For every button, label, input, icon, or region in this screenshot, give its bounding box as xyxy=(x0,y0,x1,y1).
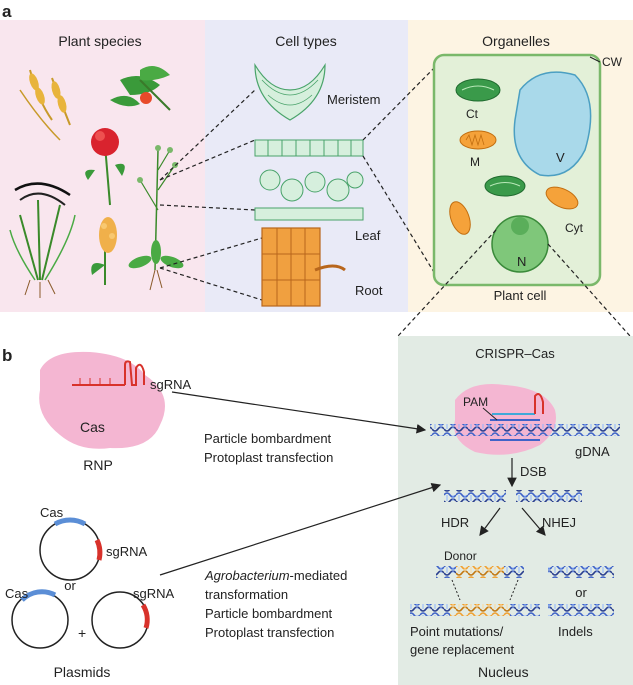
chloroplast-label: Ct xyxy=(466,107,479,121)
cell-wall-label: CW xyxy=(602,55,623,69)
dsb-left-strand xyxy=(444,490,506,502)
cas-sgrna xyxy=(492,393,544,415)
vacuole-label: V xyxy=(556,150,565,165)
cell-link-lines xyxy=(362,61,441,283)
plasmid-sgrna-label: sgRNA xyxy=(133,586,175,601)
plasmid-cas-label: Cas xyxy=(5,586,29,601)
donor-arm-left xyxy=(436,566,456,578)
rnp-delivery-bombardment: Particle bombardment xyxy=(204,431,332,446)
donor-arm-right xyxy=(504,566,524,578)
hdr-result-left xyxy=(410,604,450,616)
plasmid-sgrna xyxy=(91,591,150,649)
gene-replacement-label: gene replacement xyxy=(410,642,514,657)
plasmid-or-label: or xyxy=(64,578,76,593)
plant-cell-label: Plant cell xyxy=(494,288,547,303)
rnp-label: RNP xyxy=(83,457,113,473)
arabidopsis-illustration xyxy=(128,145,184,291)
rnp-cas-protein xyxy=(39,351,165,449)
nhej-result-2 xyxy=(548,604,614,616)
tomato-plant-illustration xyxy=(110,66,171,111)
donor-crossover-lines xyxy=(451,579,519,601)
meristem-label: Meristem xyxy=(327,92,380,107)
hdr-label: HDR xyxy=(441,515,469,530)
cell-types-title: Cell types xyxy=(275,33,336,49)
leaf-cells-illustration xyxy=(254,139,364,221)
species-link-lines xyxy=(159,89,263,301)
chloroplast-1 xyxy=(455,78,501,102)
cytoplasm-label: Cyt xyxy=(565,221,584,235)
rnp-cas-label: Cas xyxy=(80,419,105,435)
nucleus-caption: Nucleus xyxy=(478,664,529,680)
rnp-sgrna xyxy=(72,360,145,386)
gdna-label: gDNA xyxy=(575,444,610,459)
plasmid-arrow xyxy=(159,483,442,576)
plant-species-title: Plant species xyxy=(58,33,141,49)
hdr-arrow xyxy=(479,507,501,536)
clover-flower-illustration xyxy=(85,128,125,206)
nhej-result-1 xyxy=(548,566,614,578)
leaf-label: Leaf xyxy=(355,228,381,243)
transformation-label: transformation xyxy=(205,587,288,602)
crispr-title: CRISPR–Cas xyxy=(475,346,555,361)
rnp-arrow xyxy=(171,391,427,434)
indels-or-label: or xyxy=(575,585,587,600)
indels-label: Indels xyxy=(558,624,593,639)
plasmid-single-cas-label: Cas xyxy=(40,505,64,520)
rice-illustration xyxy=(9,182,76,298)
organelles-title: Organelles xyxy=(482,33,550,49)
meristem-illustration xyxy=(254,62,326,121)
wheat-illustration xyxy=(19,69,71,141)
nhej-arrow xyxy=(521,507,546,536)
plasmid-plus: + xyxy=(78,625,86,641)
chloroplast-2 xyxy=(484,175,526,197)
donor-label: Donor xyxy=(444,549,477,563)
plasmid-delivery-protoplast: Protoplast transfection xyxy=(205,625,334,640)
mitochondrion-label: M xyxy=(470,155,480,169)
rnp-sgrna-label: sgRNA xyxy=(150,377,192,392)
gdna-strand xyxy=(430,424,620,436)
mitochondrion-2 xyxy=(545,186,579,210)
point-mutations-label: Point mutations/ xyxy=(410,624,504,639)
agro-line: Agrobacterium-mediated xyxy=(204,568,347,583)
hdr-result-right xyxy=(510,604,540,616)
dsb-right-strand xyxy=(516,490,582,502)
plasmid-delivery-bombardment: Particle bombardment xyxy=(205,606,333,621)
nucleus-link-lines xyxy=(397,229,631,337)
plasmid-single-sgrna-label: sgRNA xyxy=(106,544,148,559)
rnp-delivery-protoplast: Protoplast transfection xyxy=(204,450,333,465)
panel-b-label: b xyxy=(2,346,12,365)
root-cells-illustration xyxy=(261,227,346,307)
nucleus-label: N xyxy=(517,254,526,269)
plasmid-single xyxy=(39,517,103,581)
vacuole xyxy=(513,71,592,177)
donor-insert xyxy=(456,566,504,578)
mitochondrion-1 xyxy=(459,130,497,150)
pam-label: PAM xyxy=(463,395,488,409)
hdr-result-insert xyxy=(450,604,510,616)
plasmid-cas xyxy=(11,589,69,649)
mitochondrion-3 xyxy=(449,201,471,235)
nhej-label: NHEJ xyxy=(542,515,576,530)
root-label: Root xyxy=(355,283,383,298)
orange-flower-illustration xyxy=(91,217,117,285)
panel-a-label: a xyxy=(2,2,12,21)
dsb-label: DSB xyxy=(520,464,547,479)
plasmids-label: Plasmids xyxy=(54,664,111,680)
